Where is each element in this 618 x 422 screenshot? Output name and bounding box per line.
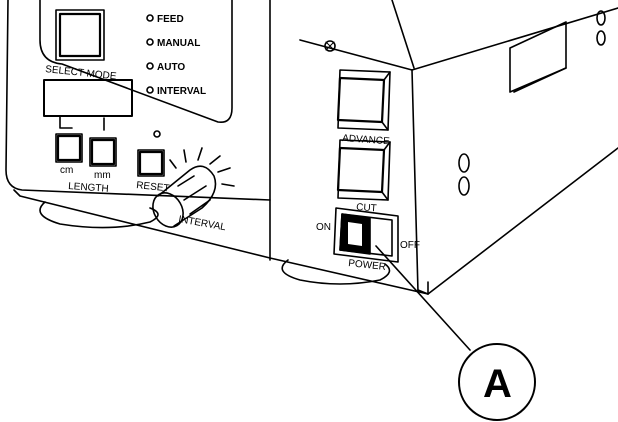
mm-label: mm [94,170,111,181]
mode-led-icons [146,14,154,94]
safety-symbol-icon [324,40,336,52]
cm-button[interactable] [55,133,83,163]
reset-button[interactable] [137,149,165,177]
off-label: OFF [400,240,420,251]
callout-label: A [483,362,512,406]
machine-body [5,0,618,295]
mode-feed-label: FEED [157,14,184,25]
vent-holes [458,10,606,196]
reset-led-icon [153,130,161,138]
advance-label: ADVANCE [342,133,391,147]
interval-knob[interactable] [147,147,235,233]
callout-circle [458,343,536,421]
interval-knob-label: INTERVAL [177,214,227,233]
power-switch[interactable] [333,207,399,263]
right-foot [281,259,391,285]
mode-panel-frame [39,0,233,124]
cut-label: CUT [356,202,377,214]
mode-auto-label: AUTO [157,62,185,73]
cm-label: cm [60,165,73,176]
length-display [43,79,133,117]
advance-button[interactable] [336,69,391,131]
left-foot [39,201,159,229]
on-label: ON [316,222,331,233]
mode-interval-label: INTERVAL [157,86,206,97]
power-label: POWER [348,258,387,273]
callout-leader [375,245,471,351]
length-label: LENGTH [68,181,109,195]
mode-manual-label: MANUAL [157,38,200,49]
mm-button[interactable] [89,137,117,167]
cut-button[interactable] [336,139,391,201]
select-mode-button[interactable] [55,9,105,61]
reset-label: RESET [136,180,170,194]
